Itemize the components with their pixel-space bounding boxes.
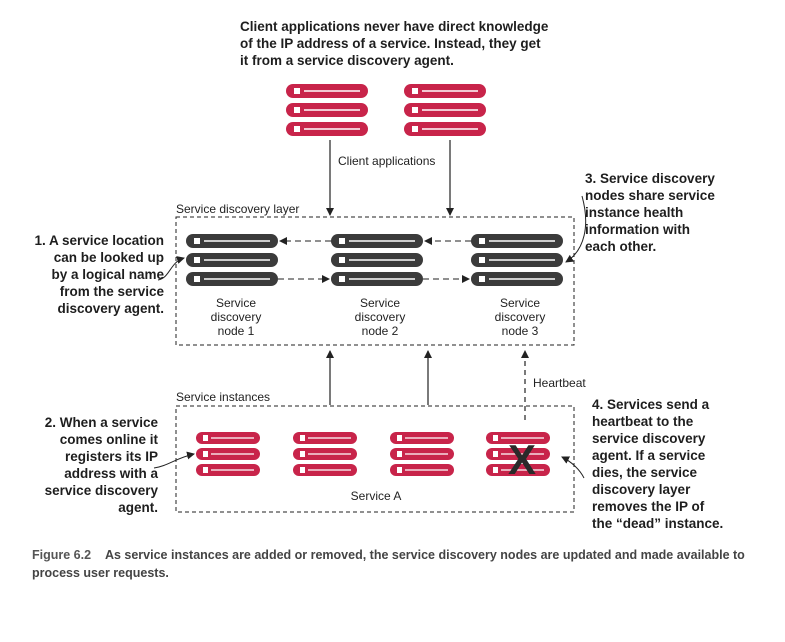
svg-text:node 1: node 1 xyxy=(218,324,255,338)
discovery-node-1-server xyxy=(185,233,279,287)
service-instance-3 xyxy=(389,431,455,477)
discovery-node-2-label: Service discovery node 2 xyxy=(355,296,406,338)
discovery-layer-box xyxy=(175,216,575,346)
callout-arrow-4 xyxy=(561,456,585,479)
svg-text:discovery: discovery xyxy=(211,310,262,324)
service-instances-label: Service instances xyxy=(176,390,270,404)
discovery-node-1-label: Service discovery node 1 xyxy=(211,296,262,338)
service-instance-2 xyxy=(292,431,358,477)
svg-text:discovery: discovery xyxy=(355,310,406,324)
svg-text:discovery: discovery xyxy=(495,310,546,324)
note-2-register: 2. When a service comes online it regist… xyxy=(44,415,158,515)
note-4-heartbeat: 4. Services send a heartbeat to the serv… xyxy=(592,397,724,531)
service-instances-box xyxy=(175,405,575,513)
svg-text:node 2: node 2 xyxy=(362,324,399,338)
callout-arrow-1 xyxy=(157,256,185,281)
discovery-layer-label: Service discovery layer xyxy=(176,202,299,216)
service-a-label: Service A xyxy=(351,489,402,503)
discovery-node-2-server xyxy=(330,233,424,287)
note-client-applications: Client applications never have direct kn… xyxy=(240,19,549,68)
figure-number: Figure 6.2 xyxy=(32,548,92,562)
dead-instance-x-mark: X xyxy=(508,436,536,483)
client-app-server-2 xyxy=(403,83,487,137)
svg-text:node 3: node 3 xyxy=(502,324,539,338)
svg-text:Service: Service xyxy=(216,296,256,310)
discovery-node-3-label: Service discovery node 3 xyxy=(495,296,546,338)
client-applications-label: Client applications xyxy=(338,154,435,168)
note-1-logical-lookup: 1. A service location can be looked up b… xyxy=(34,233,164,316)
client-app-server-1 xyxy=(285,83,369,137)
callout-arrow-2 xyxy=(153,451,195,469)
heartbeat-label: Heartbeat xyxy=(533,376,586,390)
svg-text:Service: Service xyxy=(360,296,400,310)
figure-caption: Figure 6.2 As service instances are adde… xyxy=(32,546,762,582)
callout-arrow-3 xyxy=(565,195,587,263)
svg-text:Service: Service xyxy=(500,296,540,310)
service-instance-1 xyxy=(195,431,261,477)
note-3-share-health: 3. Service discovery nodes share service… xyxy=(585,171,715,254)
discovery-node-3-server xyxy=(470,233,564,287)
figure-caption-text: As service instances are added or remove… xyxy=(32,548,745,580)
